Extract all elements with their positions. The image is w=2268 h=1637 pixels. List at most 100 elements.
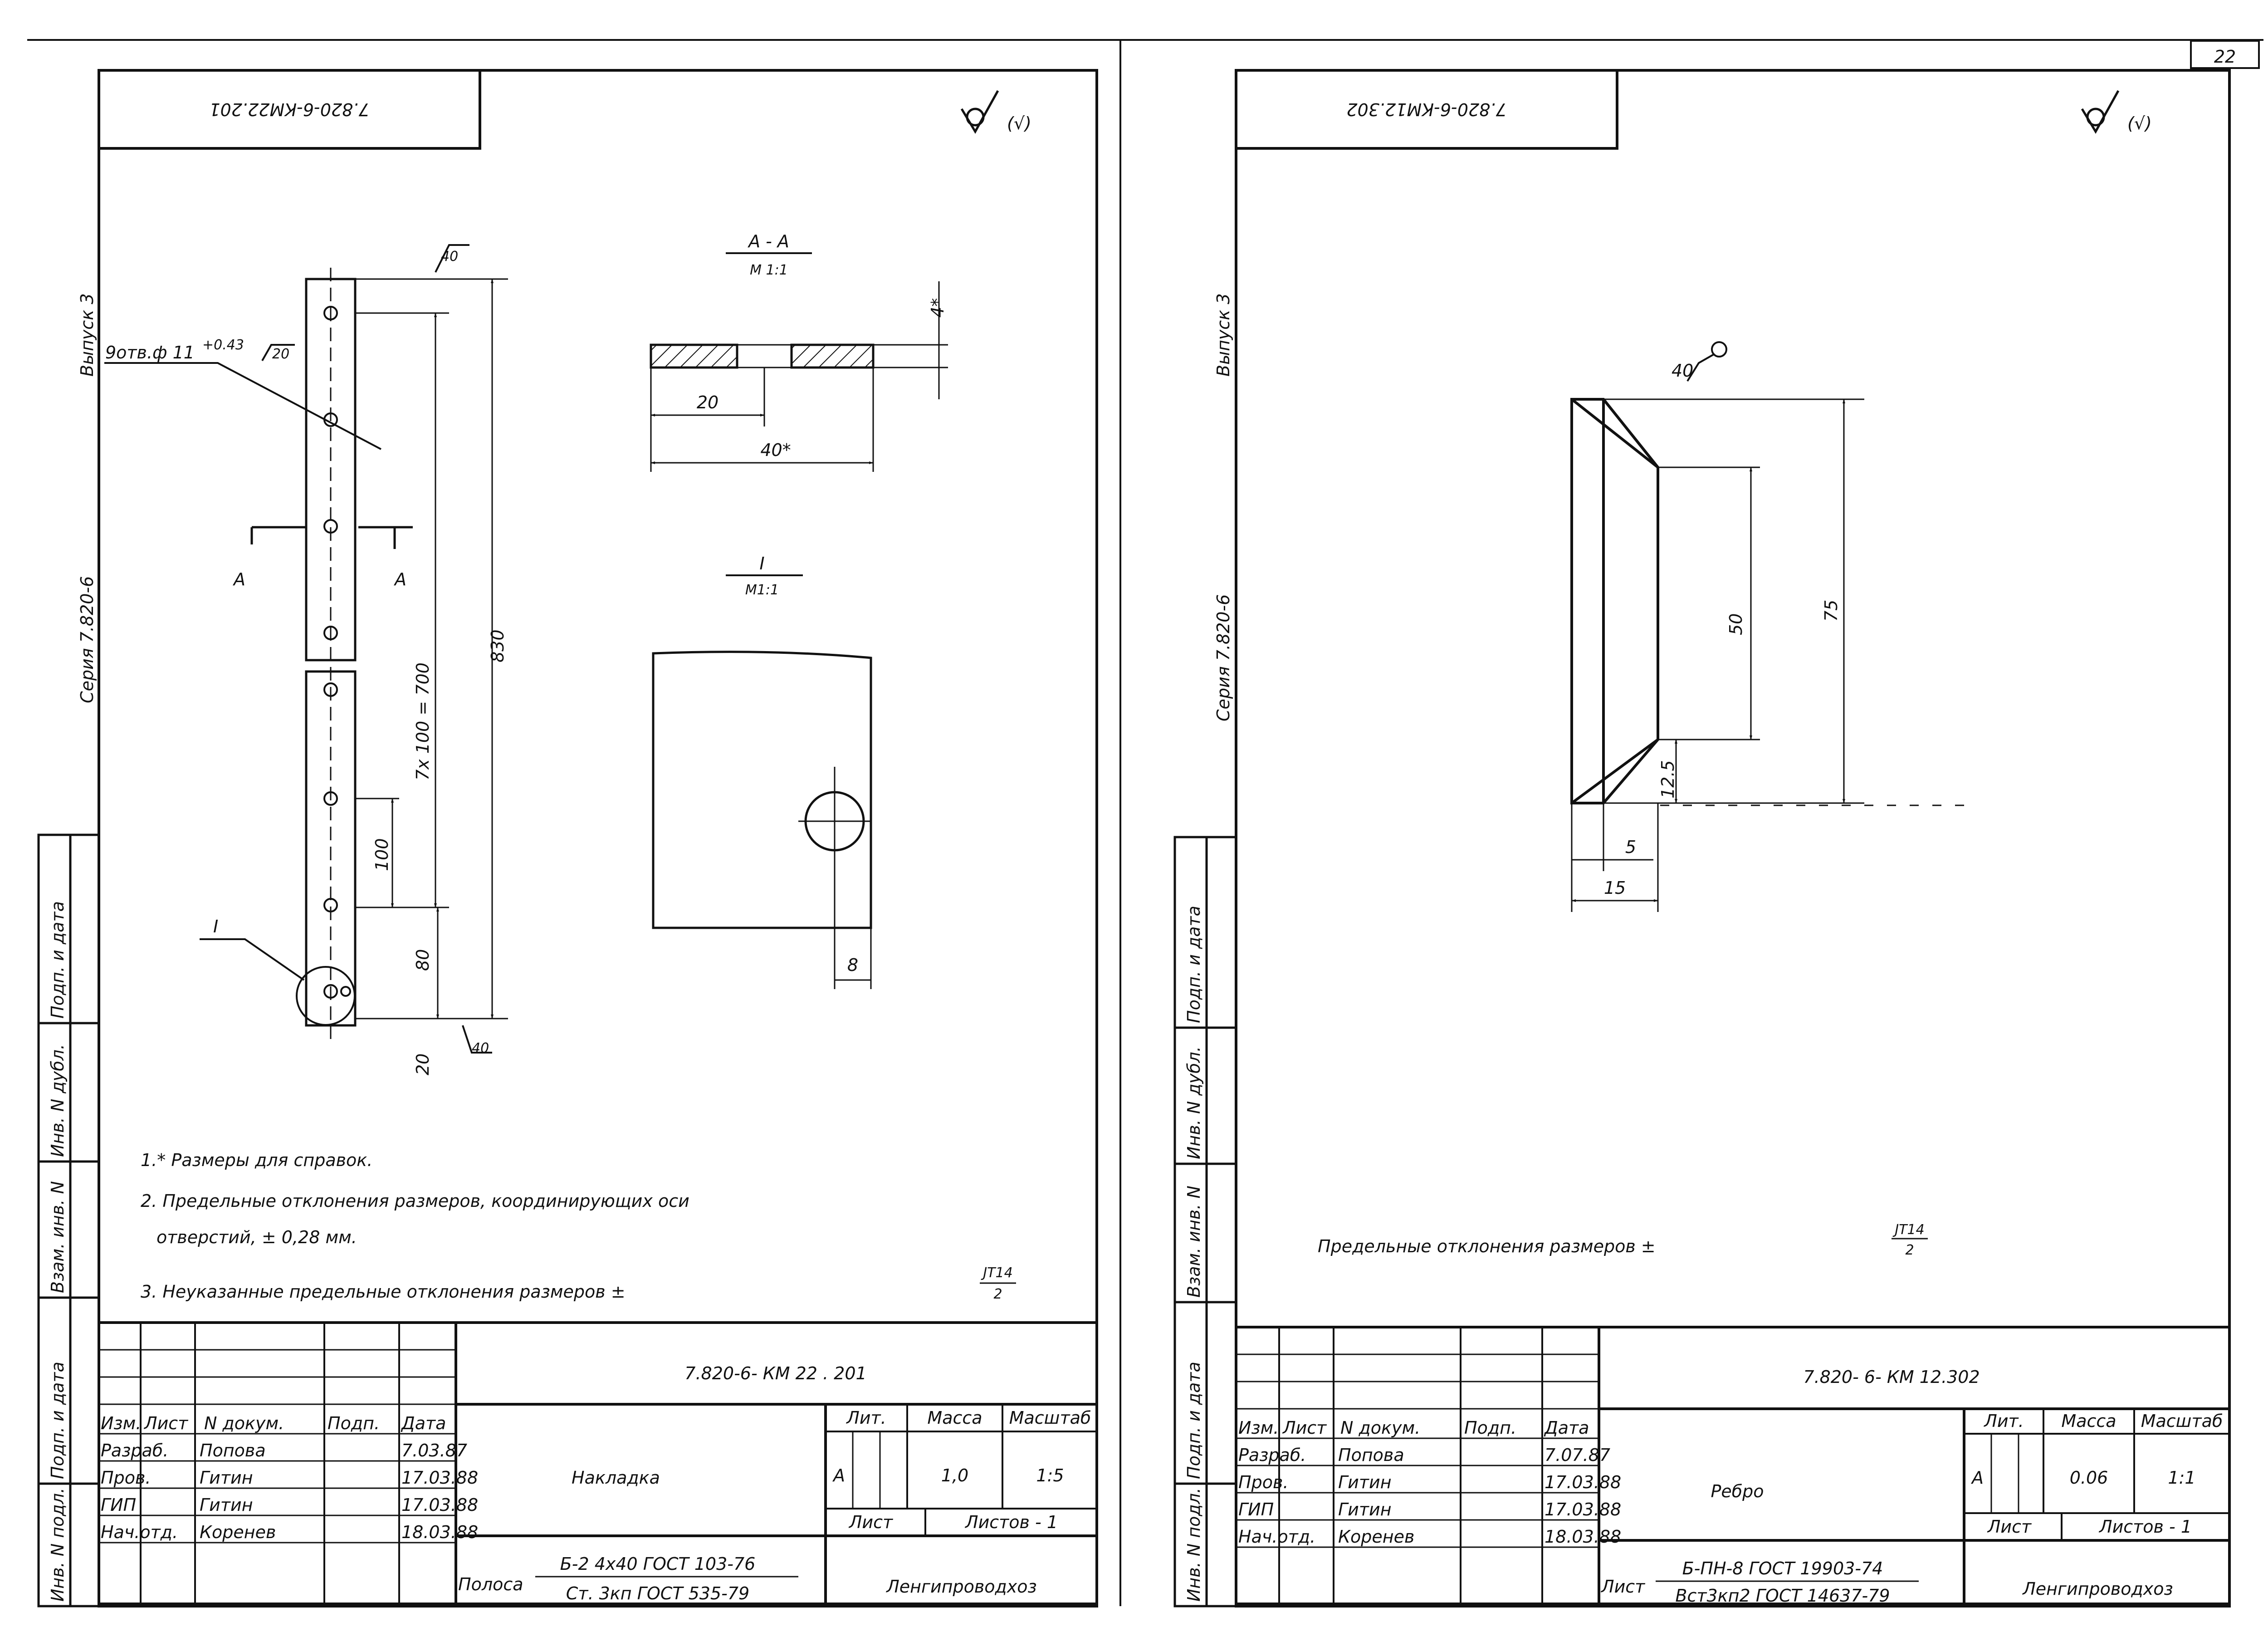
svg-text:17.03.88: 17.03.88 <box>401 1468 478 1488</box>
svg-text:Взам. инв. N: Взам. инв. N <box>48 1181 68 1293</box>
right-note-text: Предельные отклонения размеров ± <box>1318 1236 1656 1256</box>
left-notes: 1.* Размеры для справок. 2. Предельные о… <box>141 1150 1016 1302</box>
note-1: 1.* Размеры для справок. <box>141 1150 372 1170</box>
svg-text:Пров.: Пров. <box>1238 1472 1288 1492</box>
left-doc-code: 7.820-6- КМ 22 . 201 <box>684 1363 866 1383</box>
svg-text:Б-2 4х40 ГОСТ 103-76: Б-2 4х40 ГОСТ 103-76 <box>560 1554 756 1574</box>
left-roughness-sign: (√) <box>960 90 1031 134</box>
right-part-name: Ребро <box>1711 1481 1764 1501</box>
right-rotated-code: 7.820-6-КМ12.302 <box>1346 99 1506 119</box>
svg-text:Лит.: Лит. <box>1983 1411 2024 1431</box>
svg-text:Коренев: Коренев <box>1338 1527 1414 1547</box>
svg-text:7.07.87: 7.07.87 <box>1545 1445 1610 1465</box>
detail-scale: М1:1 <box>745 582 779 598</box>
svg-text:Масштаб: Масштаб <box>2141 1411 2223 1431</box>
detail-callout-label: I <box>213 917 218 936</box>
note-2: 2. Предельные отклонения размеров, коорд… <box>141 1191 689 1211</box>
detail-callout-circle <box>296 966 356 1026</box>
dim-overall: 830 <box>488 629 508 662</box>
svg-text:Масса: Масса <box>927 1408 982 1428</box>
svg-text:ГИП: ГИП <box>101 1495 136 1515</box>
svg-text:1,0: 1,0 <box>941 1465 968 1485</box>
svg-text:Подп.: Подп. <box>1464 1418 1516 1438</box>
section-scale: М 1:1 <box>750 262 788 278</box>
svg-text:Изм.: Изм. <box>101 1413 141 1433</box>
svg-text:0.06: 0.06 <box>2070 1468 2108 1488</box>
svg-text:Взам. инв. N: Взам. инв. N <box>1184 1186 1204 1298</box>
svg-text:Дата: Дата <box>401 1413 446 1433</box>
note-3-frac-num: JT14 <box>981 1265 1012 1281</box>
section-mark-left: А <box>232 569 245 589</box>
right-doc-code: 7.820- 6- КМ 12.302 <box>1803 1367 1980 1387</box>
right-dimensions: 75 50 12.5 5 15 <box>1571 398 1864 912</box>
left-strip-view: А А <box>232 268 413 1039</box>
dim-width: 15 <box>1604 878 1626 898</box>
svg-text:Ленгипроводхоз: Ленгипроводхоз <box>2022 1579 2173 1599</box>
svg-text:Подп. и дата: Подп. и дата <box>48 901 68 1019</box>
dim-step: 100 <box>372 838 392 871</box>
note-3-frac-den: 2 <box>993 1286 1002 1302</box>
right-side-series: Серия 7.820-6 <box>1213 594 1233 721</box>
left-part-name: Накладка <box>572 1468 660 1488</box>
svg-text:Полоса: Полоса <box>458 1574 523 1594</box>
section-mark-right: А <box>393 569 406 589</box>
rib-rough-mark: 40 <box>1672 361 1693 381</box>
right-code-stamp <box>1235 69 1618 150</box>
svg-text:Подп. и дата: Подп. и дата <box>1184 1362 1204 1479</box>
right-frame <box>1235 69 2231 1605</box>
left-dimensions: 830 7х 100 = 700 100 80 20 40 40 <box>355 244 508 1075</box>
svg-text:Коренев: Коренев <box>200 1522 276 1542</box>
svg-text:(√): (√) <box>1007 113 1031 133</box>
dim-chamfer-w: 5 <box>1625 837 1636 857</box>
svg-text:Гитин: Гитин <box>200 1468 253 1488</box>
holes-roughness: 20 <box>272 346 289 362</box>
svg-text:(√): (√) <box>2127 113 2152 133</box>
svg-text:Б-ПН-8 ГОСТ 19903-74: Б-ПН-8 ГОСТ 19903-74 <box>1682 1559 1883 1578</box>
svg-text:Гитин: Гитин <box>1338 1500 1392 1519</box>
detail-i: I М1:1 8 <box>652 554 872 989</box>
svg-text:17.03.88: 17.03.88 <box>401 1495 478 1515</box>
left-side-series: Серия 7.820-6 <box>77 576 97 703</box>
sec-width-dim: 40* <box>760 440 791 460</box>
left-side-stamps: Подп. и дата Инв. N дубл. Взам. инв. N П… <box>37 833 100 1608</box>
dim-end-offset: 80 <box>413 949 433 971</box>
svg-text:17.03.88: 17.03.88 <box>1545 1472 1621 1492</box>
detail-title: I <box>759 554 764 573</box>
dim-chamfer-h: 12.5 <box>1658 760 1678 799</box>
svg-text:Лит.: Лит. <box>846 1408 886 1428</box>
svg-text:Разраб.: Разраб. <box>101 1441 168 1461</box>
right-note-frac-num: JT14 <box>1892 1222 1924 1238</box>
svg-text:1:1: 1:1 <box>2168 1468 2195 1488</box>
holes-note: 9отв.ф 11 <box>105 343 195 363</box>
holes-tolerance: +0.43 <box>202 337 244 353</box>
right-side-stamps: Подп. и дата Инв. N дубл. Взам. инв. N П… <box>1173 836 1237 1608</box>
left-drawing: 7.820-6-КМ22.201 (√) Серия 7.820-6 Выпус… <box>37 69 1098 1608</box>
right-note-frac-den: 2 <box>1905 1242 1914 1258</box>
svg-text:Гитин: Гитин <box>1338 1472 1392 1492</box>
left-side-issue: Выпуск 3 <box>77 293 97 377</box>
svg-text:18.03.88: 18.03.88 <box>1545 1527 1621 1547</box>
svg-text:Нач.отд.: Нач.отд. <box>1238 1527 1315 1547</box>
left-rotated-code: 7.820-6-КМ22.201 <box>209 99 369 119</box>
svg-text:Инв. N дубл.: Инв. N дубл. <box>48 1044 68 1157</box>
svg-text:Разраб.: Разраб. <box>1238 1445 1306 1465</box>
svg-text:Лист: Лист <box>1987 1517 2032 1537</box>
right-drawing: 7.820-6-КМ12.302 (√) Серия 7.820-6 Выпус… <box>1173 69 2231 1608</box>
svg-text:17.03.88: 17.03.88 <box>1545 1500 1621 1519</box>
sec-half-dim: 20 <box>697 392 719 412</box>
note-3: 3. Неуказанные предельные отклонения раз… <box>141 1282 626 1302</box>
svg-text:Изм.: Изм. <box>1238 1418 1279 1438</box>
svg-text:Инв. N подл.: Инв. N подл. <box>1184 1488 1204 1602</box>
right-roughness-sign: (√) <box>2081 90 2152 134</box>
sheet-number-box <box>2190 40 2260 69</box>
section-title: А - А <box>747 231 789 251</box>
svg-text:Попова: Попова <box>200 1441 266 1461</box>
svg-text:Дата: Дата <box>1544 1418 1589 1438</box>
svg-text:Подп.: Подп. <box>327 1413 380 1433</box>
svg-text:Лист: Лист <box>1282 1418 1327 1438</box>
svg-text:А: А <box>1970 1468 1984 1488</box>
sec-thick-dim: 4* <box>928 298 948 318</box>
svg-text:Ленгипроводхоз: Ленгипроводхоз <box>885 1577 1037 1597</box>
dim-height: 75 <box>1821 600 1841 622</box>
